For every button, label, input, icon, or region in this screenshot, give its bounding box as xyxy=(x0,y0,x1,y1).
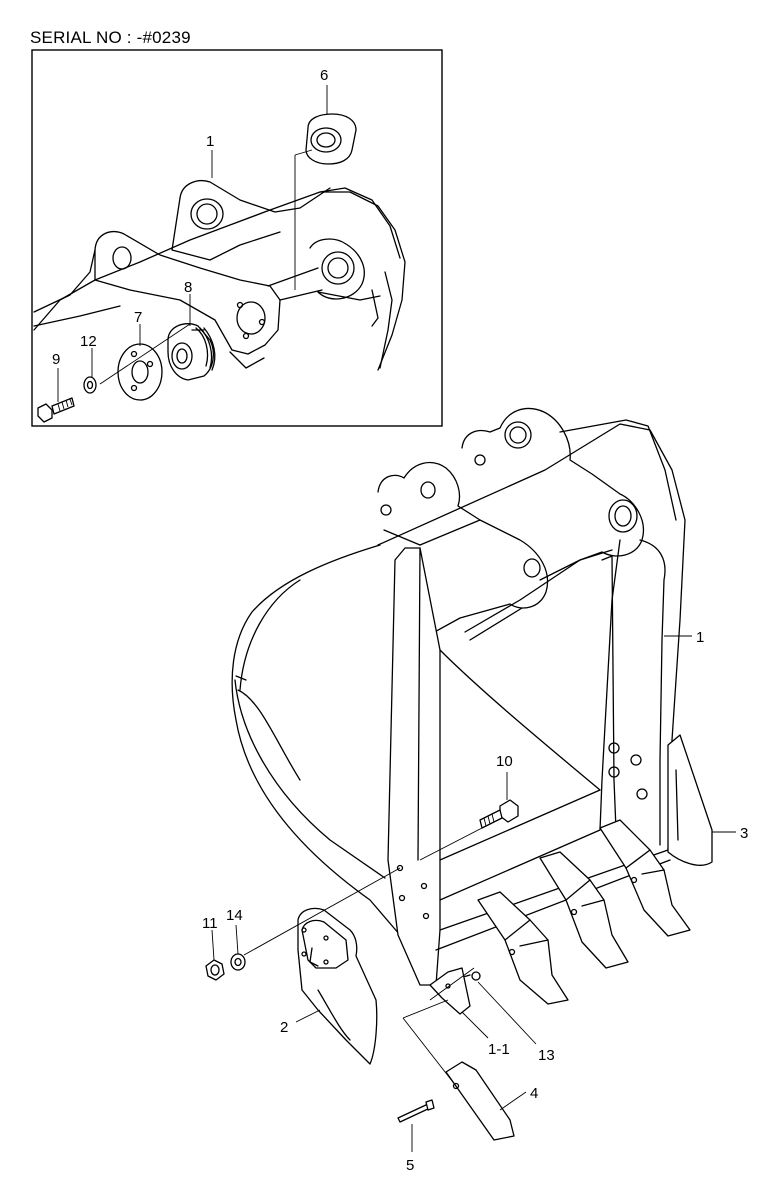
inset-detail xyxy=(31,49,443,427)
corner-adaptor-part-2 xyxy=(297,907,378,1065)
callout-inset-1: 1 xyxy=(206,133,214,150)
callout-inset-12: 12 xyxy=(80,333,97,350)
bolt-part-10 xyxy=(479,799,519,829)
callout-main-13: 13 xyxy=(538,1047,555,1064)
callout-main-4: 4 xyxy=(530,1085,538,1102)
front-mounting-bracket xyxy=(377,461,549,641)
callout-inset-7: 7 xyxy=(134,309,142,326)
washer-part-14 xyxy=(230,953,246,971)
rear-mounting-bracket xyxy=(461,407,645,581)
bolt-part-9 xyxy=(37,397,75,423)
callout-main-1-1: 1-1 xyxy=(488,1041,510,1058)
tooth-corner-1-1 xyxy=(429,967,471,1015)
bucket-floor xyxy=(439,649,601,791)
tooth-3 xyxy=(599,819,691,937)
left-side-plate xyxy=(387,547,441,986)
flange-plate-part-7 xyxy=(117,343,163,401)
bushing-part-6 xyxy=(305,113,357,165)
serial-number-label: SERIAL NO : -#0239 xyxy=(30,28,191,47)
tooth-1 xyxy=(477,891,569,1005)
callout-inset-6: 6 xyxy=(320,67,328,84)
lock-pin-part-13 xyxy=(471,971,481,981)
side-cutter-part-3 xyxy=(667,734,713,866)
bucket-teeth xyxy=(429,819,691,1015)
threaded-hub-part-8 xyxy=(167,323,216,381)
nut-part-11 xyxy=(205,959,225,981)
pin-part-5 xyxy=(397,1099,435,1123)
washer-part-12 xyxy=(83,376,97,394)
bucket-left-side-wall xyxy=(231,544,401,936)
callout-inset-8: 8 xyxy=(184,279,192,296)
callout-main-3: 3 xyxy=(740,825,748,842)
callout-main-14: 14 xyxy=(226,907,243,924)
inset-front-bracket xyxy=(94,230,281,355)
tooth-part-4 xyxy=(445,1061,515,1141)
tooth-2 xyxy=(539,851,629,969)
bucket-assembly xyxy=(205,407,713,1141)
callout-main-2: 2 xyxy=(280,1019,288,1036)
inset-frame xyxy=(31,49,443,427)
callout-inset-9: 9 xyxy=(52,351,60,368)
callout-main-5: 5 xyxy=(406,1157,414,1174)
inset-rear-bracket xyxy=(179,180,331,213)
callout-main-10: 10 xyxy=(496,753,513,770)
callout-main-11: 11 xyxy=(202,915,218,932)
right-side-plate xyxy=(601,555,617,831)
callout-main-1: 1 xyxy=(696,629,704,646)
